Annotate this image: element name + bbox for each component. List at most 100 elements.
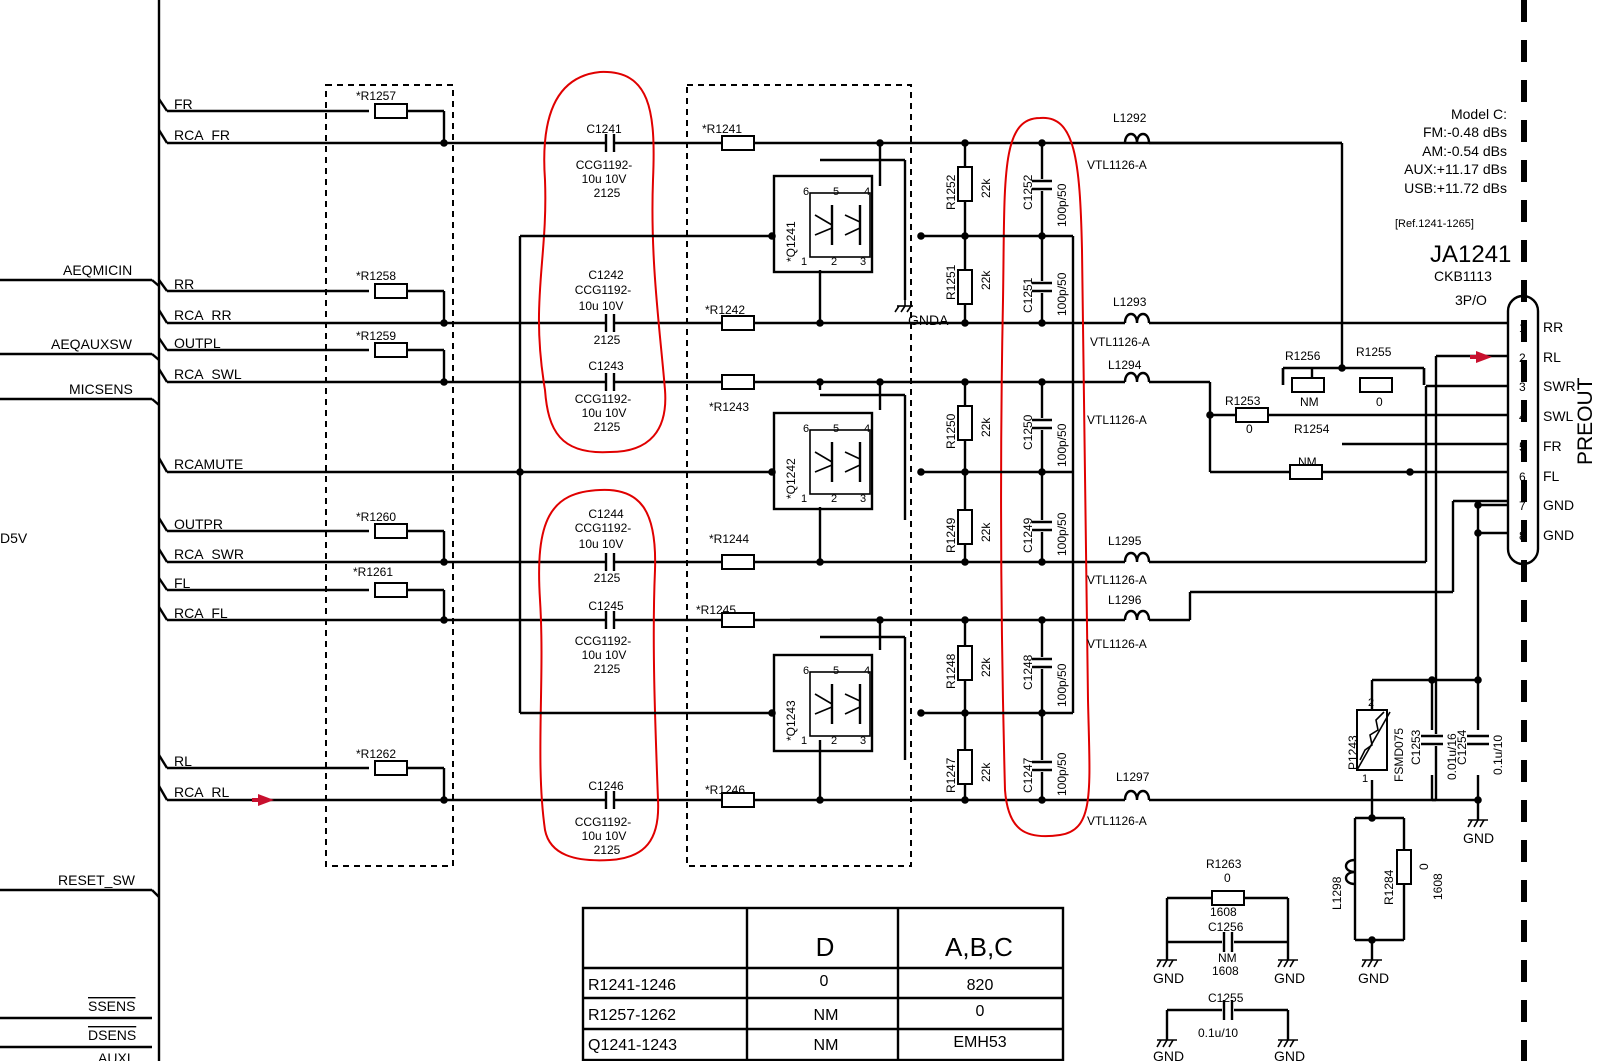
svg-text:Model C:: Model C:: [1451, 106, 1507, 122]
svg-text:FM:-0.48 dBs: FM:-0.48 dBs: [1423, 124, 1507, 140]
part-l1294: VTL1126-A: [1087, 413, 1147, 427]
ref-r1248: R1248: [944, 653, 958, 689]
transistor-q1242: 1 2 3 4 5 6 *Q1242: [772, 411, 874, 511]
bus-label-micsens: MICSENS: [69, 381, 133, 397]
ref-c1248: C1248: [1021, 654, 1035, 690]
misc-r1263-c1256: R1263 0 1608 C1256 NM 1608 GND GND: [1153, 857, 1305, 986]
red-arrow-rca-rl: [258, 794, 274, 806]
val-c1244: 10u 10V: [579, 537, 624, 551]
shunt-resistor-bodies: [957, 166, 973, 785]
ground-symbols-right: GND GND: [1358, 819, 1494, 986]
right-resistor-labels: R1256 NM R1255 0 R1253 0 R1254 NM: [1225, 345, 1392, 469]
part-c1245: CCG1192-: [575, 634, 631, 648]
val-r1284: 0: [1417, 863, 1431, 870]
val-c1251: 100p/50: [1055, 272, 1069, 316]
ref-r1254: R1254: [1294, 422, 1330, 436]
connector-refrange: [Ref.1241-1265]: [1395, 218, 1474, 230]
inductor-symbols: [1123, 132, 1151, 801]
table-cell: NM: [814, 1007, 839, 1024]
net-label-fr: FR: [174, 96, 193, 112]
svg-text:1: 1: [1362, 773, 1368, 785]
ref-r1257: *R1257: [356, 89, 396, 103]
val-r1250: 22k: [979, 417, 993, 437]
val-c1241: 10u 10V: [582, 172, 627, 186]
ref-c1255: C1255: [1208, 991, 1244, 1005]
part-p1243: FSMD075: [1392, 728, 1406, 782]
ref-r1284: R1284: [1382, 869, 1396, 905]
ref-c1250: C1250: [1021, 414, 1035, 450]
ref-r1255: R1255: [1356, 345, 1392, 359]
red-annotation-filter-caps: [999, 116, 1091, 838]
red-annotation-caps-top: [538, 70, 667, 454]
pkg-c1246: 2125: [594, 843, 621, 857]
pin-name-gnd-7: GND: [1543, 497, 1574, 513]
ref-r1258: *R1258: [356, 269, 396, 283]
model-note: Model C: FM:-0.48 dBs AM:-0.54 dBs AUX:+…: [1404, 106, 1507, 196]
val-r1252: 22k: [979, 178, 993, 198]
val-r1256: NM: [1300, 395, 1319, 409]
net-label-outpl: OUTPL: [174, 335, 221, 351]
coupling-cap-labels: C1241 CCG1192- 10u 10V 2125 C1242 CCG119…: [575, 122, 632, 857]
val-c1256: NM: [1218, 951, 1237, 965]
ref-r1259: *R1259: [356, 329, 396, 343]
ref-r1260: *R1260: [356, 510, 396, 524]
bus-label-auxi: AUXI: [98, 1050, 131, 1061]
ref-c1241: C1241: [586, 122, 622, 136]
ref-l1297: L1297: [1116, 770, 1150, 784]
series-resistor-bodies: [721, 135, 755, 808]
ref-c1252: C1252: [1021, 174, 1035, 210]
val-c1255: 0.1u/10: [1198, 1026, 1238, 1040]
transistor-q1243: 1 2 3 4 5 6 *Q1243: [772, 653, 874, 753]
svg-text:4: 4: [864, 186, 870, 198]
svg-text:2: 2: [1368, 697, 1374, 709]
ref-r1250: R1250: [944, 413, 958, 449]
val-c1247: 100p/50: [1055, 752, 1069, 796]
ref-r1256: R1256: [1285, 349, 1321, 363]
bus-label-aeqmicin: AEQMICIN: [63, 262, 132, 278]
junction-dots: [440, 139, 1482, 944]
inductor-l1298: L1298: [1330, 858, 1356, 910]
ref-c1242: C1242: [588, 268, 624, 282]
val-c1254: 0.1u/10: [1491, 735, 1505, 775]
ref-r1245: *R1245: [696, 603, 736, 617]
series-resistor-labels: *R1241 *R1242 *R1243 *R1244 *R1245 *R124…: [696, 122, 749, 797]
net-label-rca-swr: RCA_SWR: [174, 546, 244, 562]
table-cell: NM: [814, 1037, 839, 1054]
ptc-p1243: 2 1 P1243 FSMD075: [1346, 697, 1406, 785]
svg-text:1: 1: [801, 256, 807, 268]
val-c1243: 10u 10V: [582, 406, 627, 420]
pin-name-rr: RR: [1543, 319, 1563, 335]
svg-text:AUX:+11.17 dBs: AUX:+11.17 dBs: [1404, 161, 1507, 177]
svg-text:USB:+11.72 dBs: USB:+11.72 dBs: [1404, 180, 1507, 196]
svg-text:4: 4: [864, 423, 870, 435]
net-label-d5v: D5V: [0, 530, 28, 546]
option-box-mute: [686, 84, 912, 867]
svg-text:7: 7: [1519, 499, 1526, 513]
ref-c1247: C1247: [1021, 757, 1035, 793]
val-r1251: 22k: [979, 270, 993, 290]
filter-cap-symbols: [1030, 179, 1054, 772]
ref-r1261: *R1261: [353, 565, 393, 579]
connector-ref: JA1241: [1430, 241, 1511, 268]
ref-c1244: C1244: [588, 507, 624, 521]
ref-q1243: *Q1243: [784, 700, 798, 741]
ref-r1263: R1263: [1206, 857, 1242, 871]
connector-part: CKB1113: [1434, 268, 1492, 284]
part-c1242: CCG1192-: [575, 283, 631, 297]
option-box-sel-resistors: [325, 84, 454, 867]
net-label-rca-rr: RCA_RR: [174, 307, 232, 323]
transistor-q1241: 1 2 3 4 5 6 *Q1241: [772, 174, 874, 274]
label-gnd-r1284: GND: [1358, 970, 1389, 986]
ref-r1242: *R1242: [705, 303, 745, 317]
misc-c1255: C1255 0.1u/10 GND GND: [1153, 991, 1305, 1061]
ref-r1252: R1252: [944, 174, 958, 210]
connector-title: PREOUT: [1574, 377, 1597, 465]
svg-text:2: 2: [831, 256, 837, 268]
ref-c1246: C1246: [588, 779, 624, 793]
ref-r1241: *R1241: [702, 122, 742, 136]
ref-c1251: C1251: [1021, 277, 1035, 313]
ref-r1246: *R1246: [705, 783, 745, 797]
val-c1242: 10u 10V: [579, 299, 624, 313]
ref-l1292: L1292: [1113, 111, 1147, 125]
